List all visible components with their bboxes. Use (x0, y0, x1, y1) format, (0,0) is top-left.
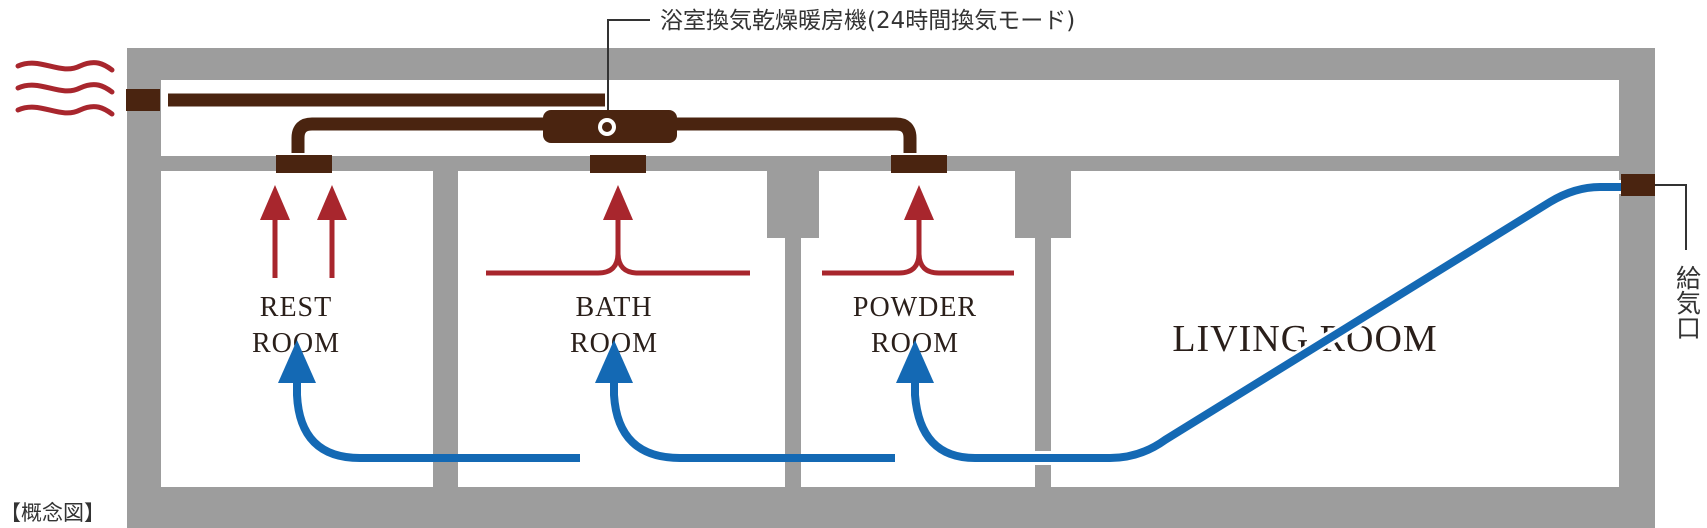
arrow-up-icon (260, 185, 290, 220)
exhaust-wave-icon (15, 60, 115, 117)
exhaust-arrows (260, 185, 1014, 278)
unit-label: 浴室換気乾燥暖房機(24時間換気モード) (660, 8, 1075, 34)
inlet-label: 給気口 (1673, 265, 1702, 340)
room-label: POWDER (853, 292, 977, 323)
exhaust-duct (126, 89, 1655, 196)
arrow-flow-icon (896, 340, 934, 383)
inlet-leader-line (1655, 184, 1687, 250)
unit-leader-line (607, 19, 650, 110)
diagram-caption: 【概念図】 (0, 501, 105, 525)
room-label: BATH (575, 292, 652, 323)
room-label: REST (260, 292, 332, 323)
supply-airflow (278, 180, 1621, 465)
